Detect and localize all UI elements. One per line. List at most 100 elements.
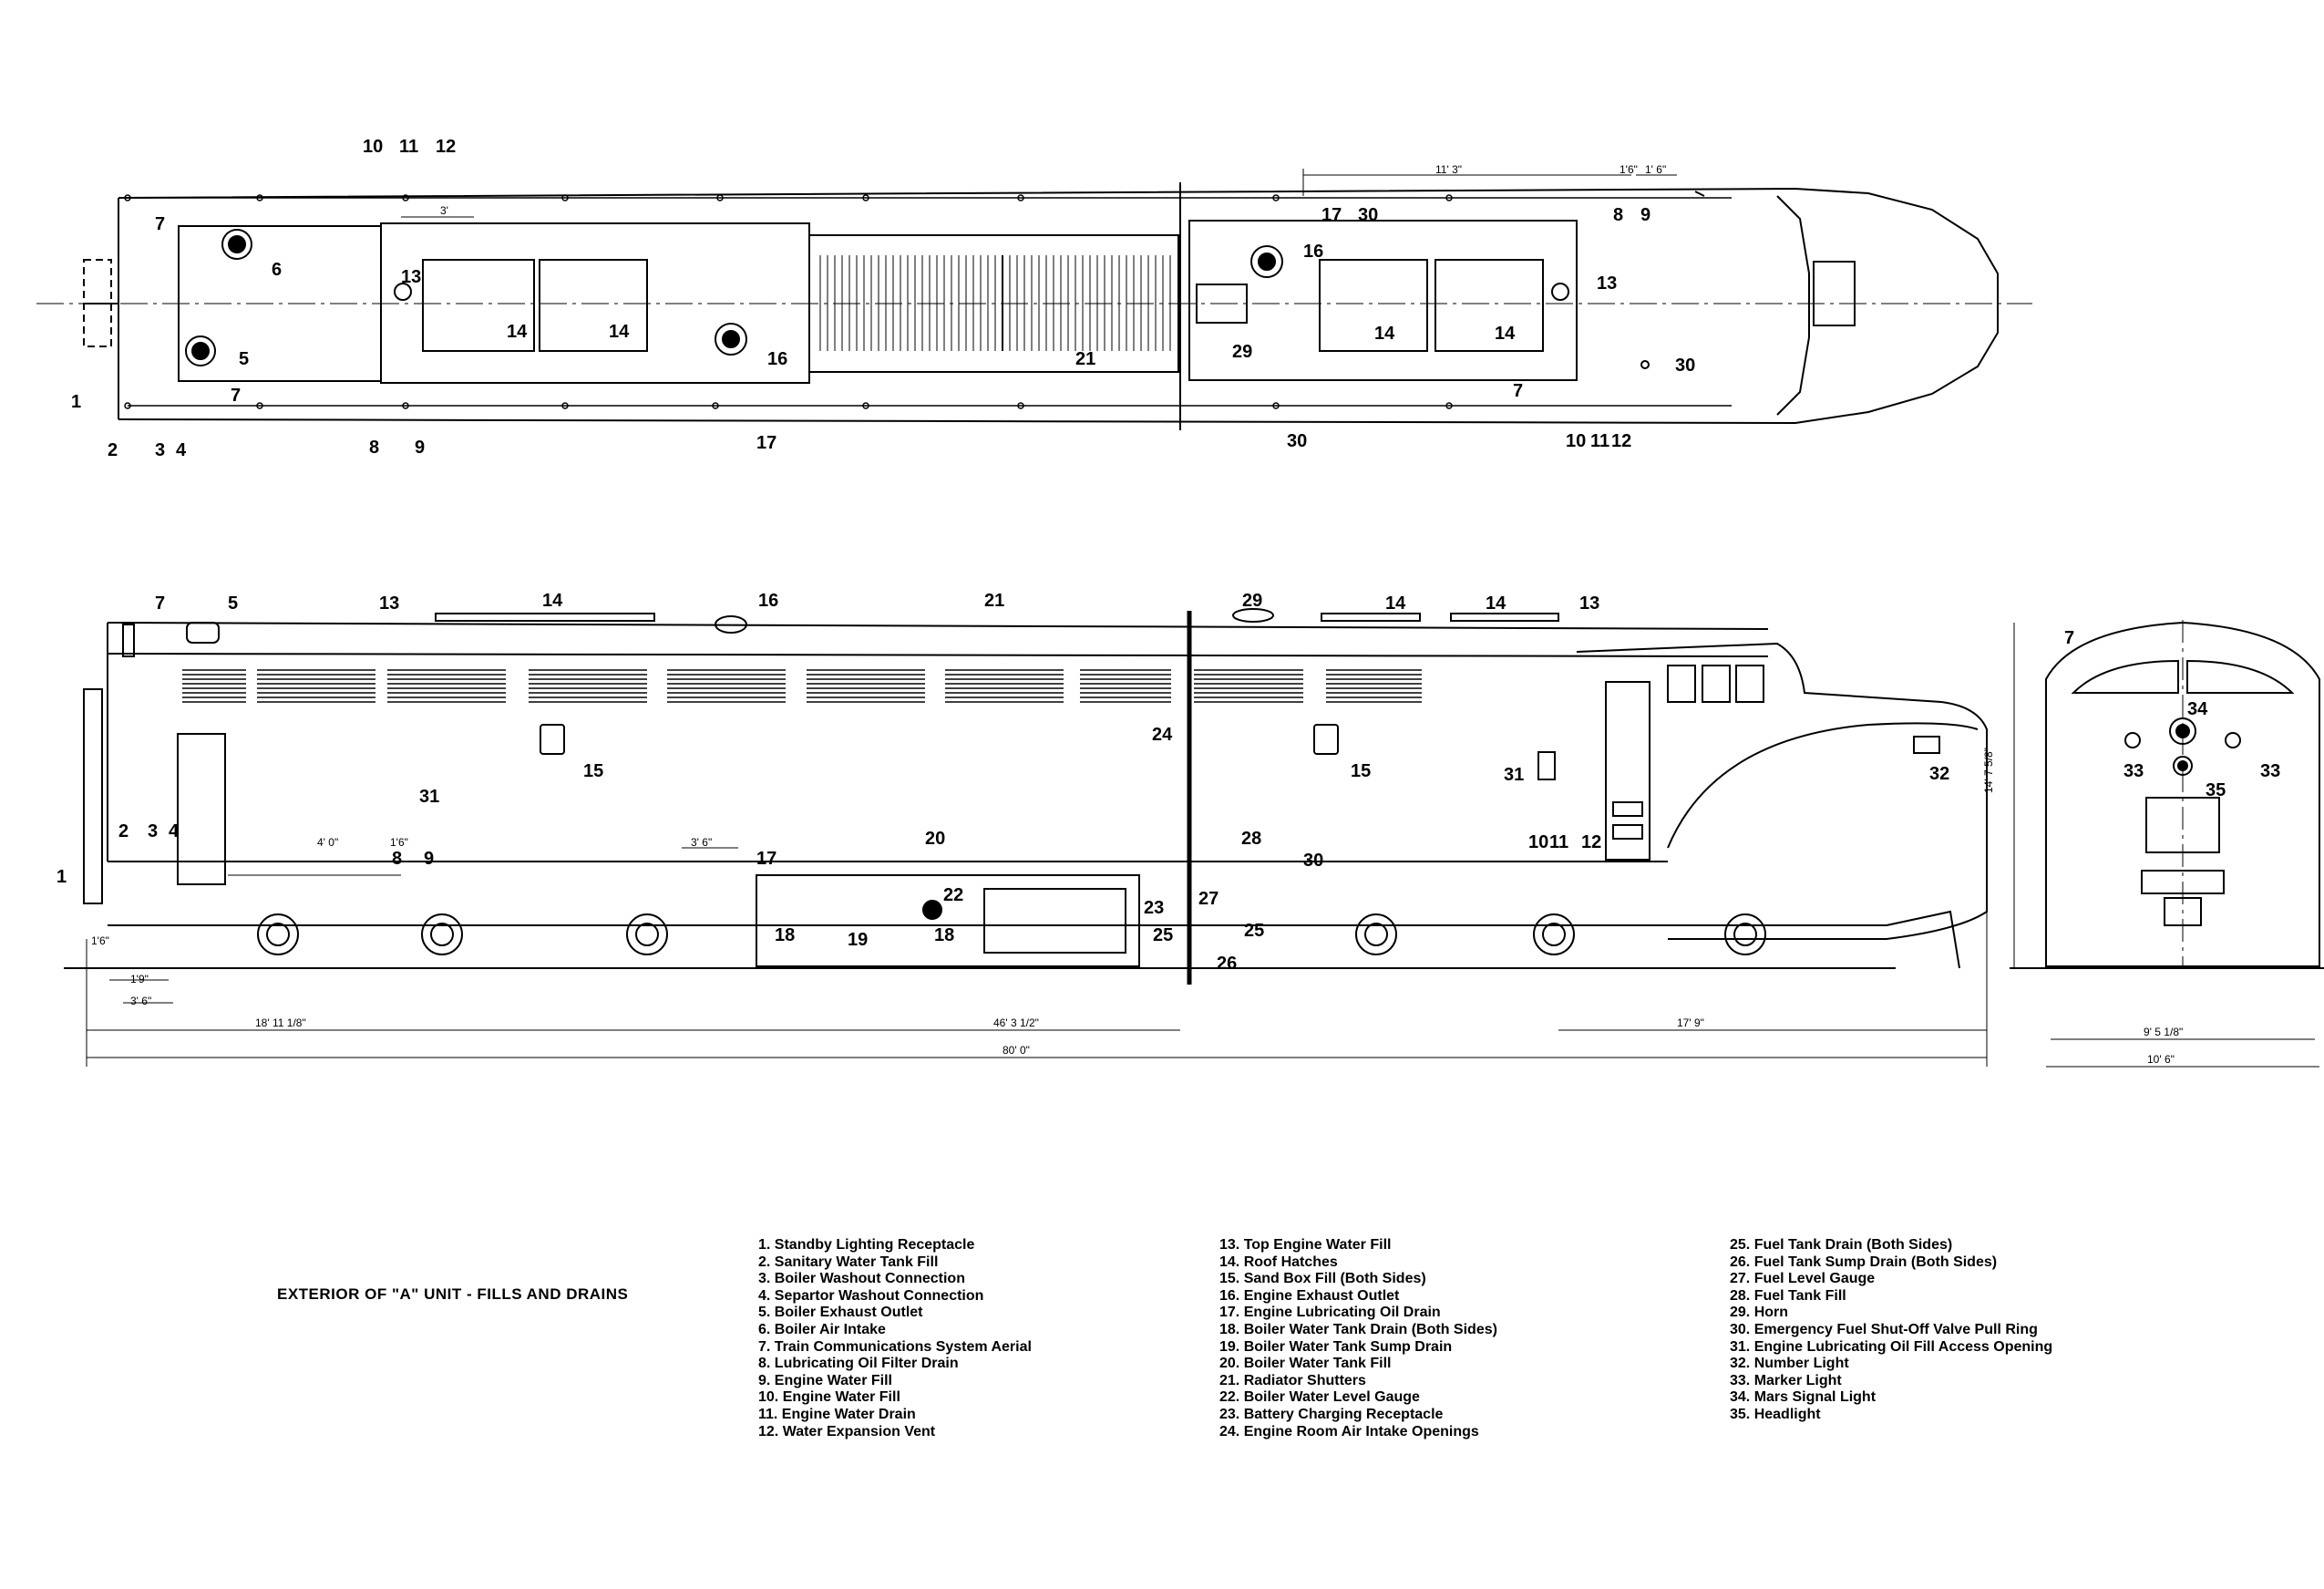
callout-number: 14 [1495, 324, 1516, 344]
legend-item: 1. Standby Lighting Receptacle [758, 1237, 975, 1253]
callout-number: 27 [1198, 889, 1219, 909]
drawing-caption: EXTERIOR OF "A" UNIT - FILLS AND DRAINS [277, 1285, 629, 1303]
legend-item: 21. Radiator Shutters [1219, 1372, 1366, 1388]
callout-number: 6 [272, 260, 282, 280]
legend-item: 17. Engine Lubricating Oil Drain [1219, 1305, 1441, 1321]
legend-item: 22. Boiler Water Level Gauge [1219, 1389, 1420, 1406]
callout-number: 14 [609, 322, 630, 342]
side-view [64, 608, 1988, 1067]
callout-number: 31 [1504, 765, 1524, 785]
legend-item: 16. Engine Exhaust Outlet [1219, 1287, 1400, 1304]
callout-number: 11 [1549, 832, 1568, 852]
callout-number: 28 [1241, 829, 1261, 849]
legend-item: 19. Boiler Water Tank Sump Drain [1219, 1338, 1453, 1355]
legend-item: 28. Fuel Tank Fill [1730, 1287, 1846, 1304]
callout-number: 17 [756, 849, 776, 869]
callout-number: 34 [2187, 699, 2208, 719]
callout-number: 3 [148, 821, 158, 841]
legend-item: 23. Battery Charging Receptacle [1219, 1406, 1444, 1422]
callout-number: 15 [583, 761, 603, 781]
dimension-label: 1'6" [1620, 163, 1638, 176]
callout-number: 25 [1244, 921, 1264, 941]
callout-number: 10 [1528, 832, 1548, 852]
legend-item: 27. Fuel Level Gauge [1730, 1271, 1876, 1287]
callout-number: 8 [369, 438, 379, 458]
callout-number: 23 [1144, 898, 1164, 918]
callout-number: 7 [231, 386, 241, 406]
callout-number: 9 [1640, 205, 1650, 225]
callout-number: 20 [925, 829, 945, 849]
callout-number: 13 [1579, 593, 1599, 614]
legend-item: 2. Sanitary Water Tank Fill [758, 1254, 939, 1270]
callout-number: 11 [1590, 431, 1609, 451]
callout-number: 8 [1613, 205, 1623, 225]
callout-number: 7 [2064, 628, 2074, 648]
legend-item: 11. Engine Water Drain [758, 1406, 916, 1422]
callout-number: 4 [176, 440, 187, 460]
legend-item: 10. Engine Water Fill [758, 1389, 900, 1406]
legend-item: 33. Marker Light [1730, 1372, 1842, 1388]
legend-item: 25. Fuel Tank Drain (Both Sides) [1730, 1237, 1953, 1253]
dimension-label: 3' 6" [691, 836, 712, 849]
dimension-label: 14' 7 5/8" [1982, 748, 1995, 793]
dimension-label: 9' 5 1/8" [2144, 1026, 2183, 1038]
callout-number: 12 [1611, 431, 1631, 451]
legend-item: 18. Boiler Water Tank Drain (Both Sides) [1219, 1321, 1497, 1337]
legend-item: 14. Roof Hatches [1219, 1254, 1338, 1270]
callout-number: 1 [71, 392, 81, 412]
callout-number: 16 [1303, 242, 1323, 262]
radiator-shutters [808, 234, 1179, 373]
callout-number: 13 [379, 593, 399, 614]
callout-number: 8 [392, 849, 402, 869]
legend-item: 20. Boiler Water Tank Fill [1219, 1356, 1392, 1372]
callout-number: 14 [542, 591, 563, 611]
callout-number: 4 [169, 821, 180, 841]
callout-number: 19 [848, 930, 868, 950]
callout-number: 17 [1321, 205, 1342, 225]
callout-number: 30 [1287, 431, 1307, 451]
legend-item: 30. Emergency Fuel Shut-Off Valve Pull R… [1730, 1321, 2038, 1337]
callout-number: 15 [1351, 761, 1371, 781]
legend-item: 32. Number Light [1730, 1356, 1849, 1372]
callout-number: 26 [1217, 954, 1237, 974]
legend-item: 29. Horn [1730, 1305, 1789, 1321]
legend-item: 9. Engine Water Fill [758, 1372, 892, 1388]
legend-item: 7. Train Communications System Aerial [758, 1338, 1032, 1355]
callout-number: 14 [1486, 593, 1506, 614]
callout-number: 21 [984, 591, 1004, 611]
dimension-label: 3' [440, 204, 448, 217]
top-view-body-outline [118, 187, 1999, 425]
legend-column-3: 25. Fuel Tank Drain (Both Sides)26. Fuel… [1730, 1237, 2052, 1424]
callout-number: 13 [401, 267, 421, 287]
callout-number: 30 [1675, 356, 1695, 376]
callout-number: 16 [758, 591, 778, 611]
callout-number: 16 [767, 349, 787, 369]
callout-number: 5 [228, 593, 238, 614]
callout-number: 10 [1566, 431, 1586, 451]
callout-number: 1 [57, 867, 67, 887]
callout-number: 12 [1581, 832, 1601, 852]
callout-number: 14 [1374, 324, 1395, 344]
legend-item: 31. Engine Lubricating Oil Fill Access O… [1730, 1338, 2053, 1355]
legend-item: 8. Lubricating Oil Filter Drain [758, 1356, 959, 1372]
legend-item: 4. Separtor Washout Connection [758, 1287, 984, 1304]
dimension-label: 17' 9" [1677, 1016, 1704, 1029]
callout-number: 33 [2260, 761, 2280, 781]
callout-number: 2 [108, 440, 118, 460]
callout-number: 30 [1358, 205, 1378, 225]
cab-nose-profile [1576, 642, 1988, 940]
legend-item: 26. Fuel Tank Sump Drain (Both Sides) [1730, 1254, 1998, 1270]
legend-item: 5. Boiler Exhaust Outlet [758, 1305, 923, 1321]
legend-item: 34. Mars Signal Light [1730, 1389, 1877, 1406]
legend-item: 3. Boiler Washout Connection [758, 1271, 965, 1287]
callout-number: 30 [1303, 851, 1323, 871]
callout-number: 25 [1153, 925, 1173, 945]
callout-number: 32 [1929, 764, 1949, 784]
callout-number: 7 [155, 214, 165, 234]
callout-number: 7 [155, 593, 165, 614]
callout-number: 3 [155, 440, 165, 460]
legend-item: 13. Top Engine Water Fill [1219, 1237, 1392, 1253]
callout-number: 11 [399, 137, 418, 157]
callout-number: 21 [1075, 349, 1095, 369]
